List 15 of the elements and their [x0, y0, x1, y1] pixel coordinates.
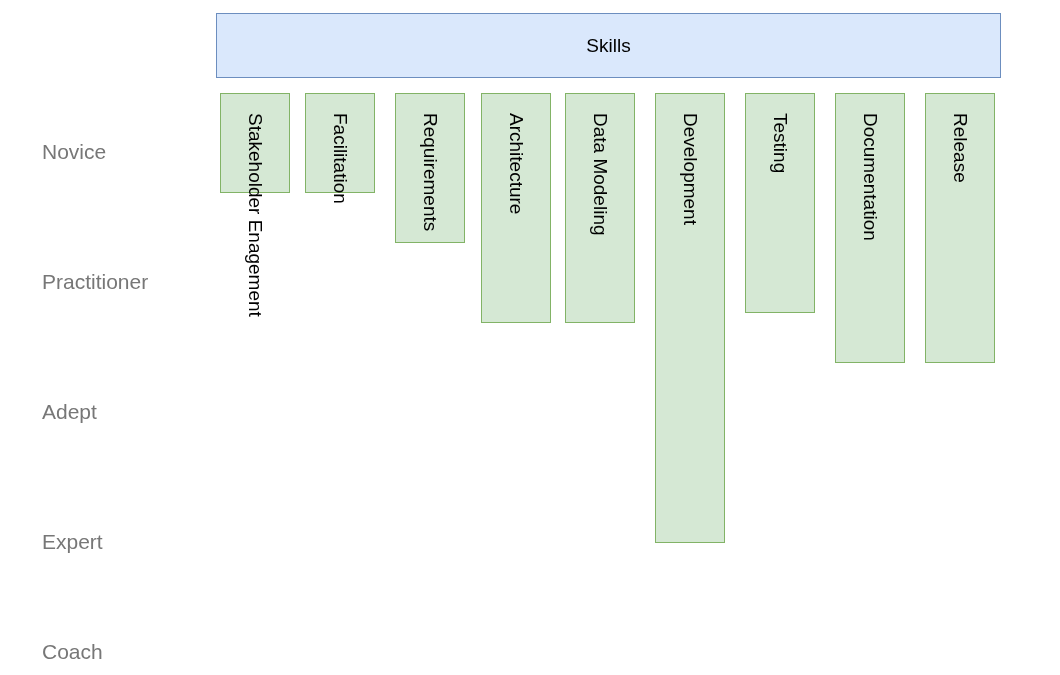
header-box: Skills — [216, 13, 1001, 78]
skill-name: Facilitation — [329, 113, 351, 204]
level-label: Expert — [42, 530, 103, 554]
skill-name: Development — [679, 113, 701, 225]
level-label: Practitioner — [42, 270, 149, 294]
level-label: Novice — [42, 140, 107, 164]
skill-name: Stakeholder Enagement — [244, 113, 266, 317]
level-label: Coach — [42, 640, 103, 664]
level-label: Adept — [42, 400, 97, 424]
skill-name: Documentation — [859, 113, 881, 241]
skill-name: Data Modeling — [589, 113, 611, 236]
skill-name: Testing — [769, 113, 791, 174]
skill-name: Requirements — [419, 113, 441, 232]
skill-name: Release — [949, 113, 971, 183]
skill-name: Architecture — [505, 113, 527, 215]
